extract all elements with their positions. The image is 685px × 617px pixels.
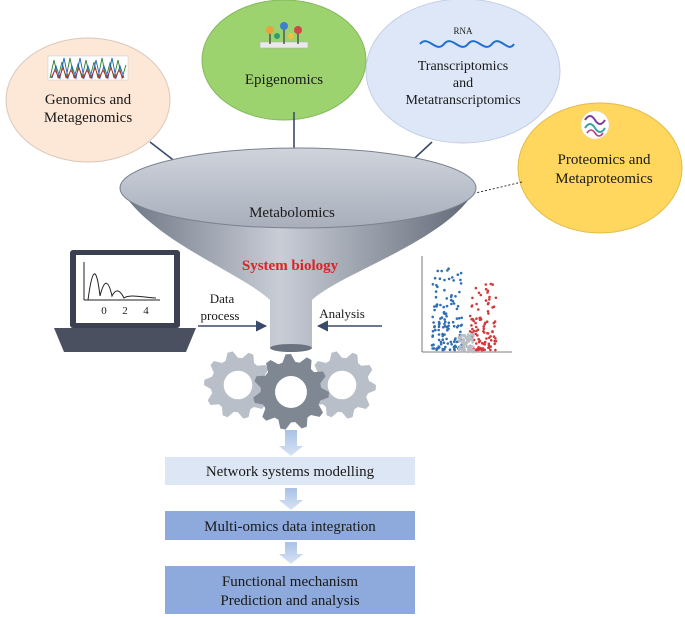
transcriptomics-bubble-shape — [365, 0, 561, 144]
genomics-bubble-shape — [5, 37, 171, 163]
proteomics-bubble: Proteomics and Metaproteomics — [517, 102, 683, 234]
metabolomics-label: Metabolomics — [249, 205, 335, 221]
step-functional-mechanism-box — [165, 566, 415, 614]
volcano-plot-icon — [421, 256, 512, 354]
funnel-rim — [119, 147, 477, 229]
step-network-modelling-label: Network systems modelling — [206, 464, 375, 480]
proteomics-label-line1: Proteomics and — [558, 152, 651, 168]
laptop-tick-2: 2 — [122, 305, 128, 317]
step-functional-mechanism-line2: Prediction and analysis — [220, 593, 359, 609]
rna-wave-icon — [419, 40, 515, 48]
analysis-label: Analysis — [319, 306, 365, 321]
gear-right-icon — [308, 351, 376, 419]
transcriptomics-label-line1: Transcriptomics — [418, 59, 508, 74]
system-biology-label: System biology — [242, 258, 339, 274]
protein-structure-icon — [580, 110, 610, 140]
laptop-tick-4: 4 — [143, 305, 149, 317]
step-data-integration-label: Multi-omics data integration — [204, 519, 376, 535]
gear-center-icon — [253, 354, 329, 430]
genomics-label-line1: Genomics and — [45, 92, 132, 108]
epigenomics-bubble: Epigenomics — [201, 0, 367, 121]
laptop-tick-0: 0 — [101, 305, 107, 317]
step-functional-mechanism-line1: Functional mechanism — [222, 574, 359, 590]
genomics-bubble: Genomics and Metagenomics — [5, 37, 171, 163]
epigenomics-label: Epigenomics — [245, 72, 323, 88]
dna-chromatogram-icon — [47, 55, 129, 81]
step-data-integration-box — [165, 511, 415, 540]
down-arrow-2 — [279, 488, 303, 510]
down-arrow-3 — [279, 542, 303, 564]
step-network-modelling-box — [165, 457, 415, 485]
rna-label: RNA — [453, 26, 473, 36]
laptop-icon: 0 2 4 — [54, 250, 196, 352]
proteomics-bubble-shape — [517, 102, 683, 234]
genomics-label-line2: Metagenomics — [44, 110, 132, 126]
funnel: Metabolomics System biology — [119, 147, 477, 352]
proteomics-label-line2: Metaproteomics — [555, 171, 653, 187]
transcriptomics-label-line2: and — [453, 76, 473, 91]
data-process-label-line1: Data — [210, 291, 235, 306]
down-arrow-1 — [279, 430, 303, 456]
transcriptomics-bubble: RNA Transcriptomics and Metatranscriptom… — [365, 0, 561, 144]
funnel-cone — [120, 188, 476, 348]
histone-icon — [259, 22, 309, 49]
transcriptomics-label-line3: Metatranscriptomics — [405, 93, 520, 108]
funnel-spout-end — [270, 344, 312, 352]
epigenomics-bubble-shape — [201, 0, 367, 121]
gears-icon — [204, 351, 376, 430]
data-process-label-line2: process — [201, 308, 240, 323]
